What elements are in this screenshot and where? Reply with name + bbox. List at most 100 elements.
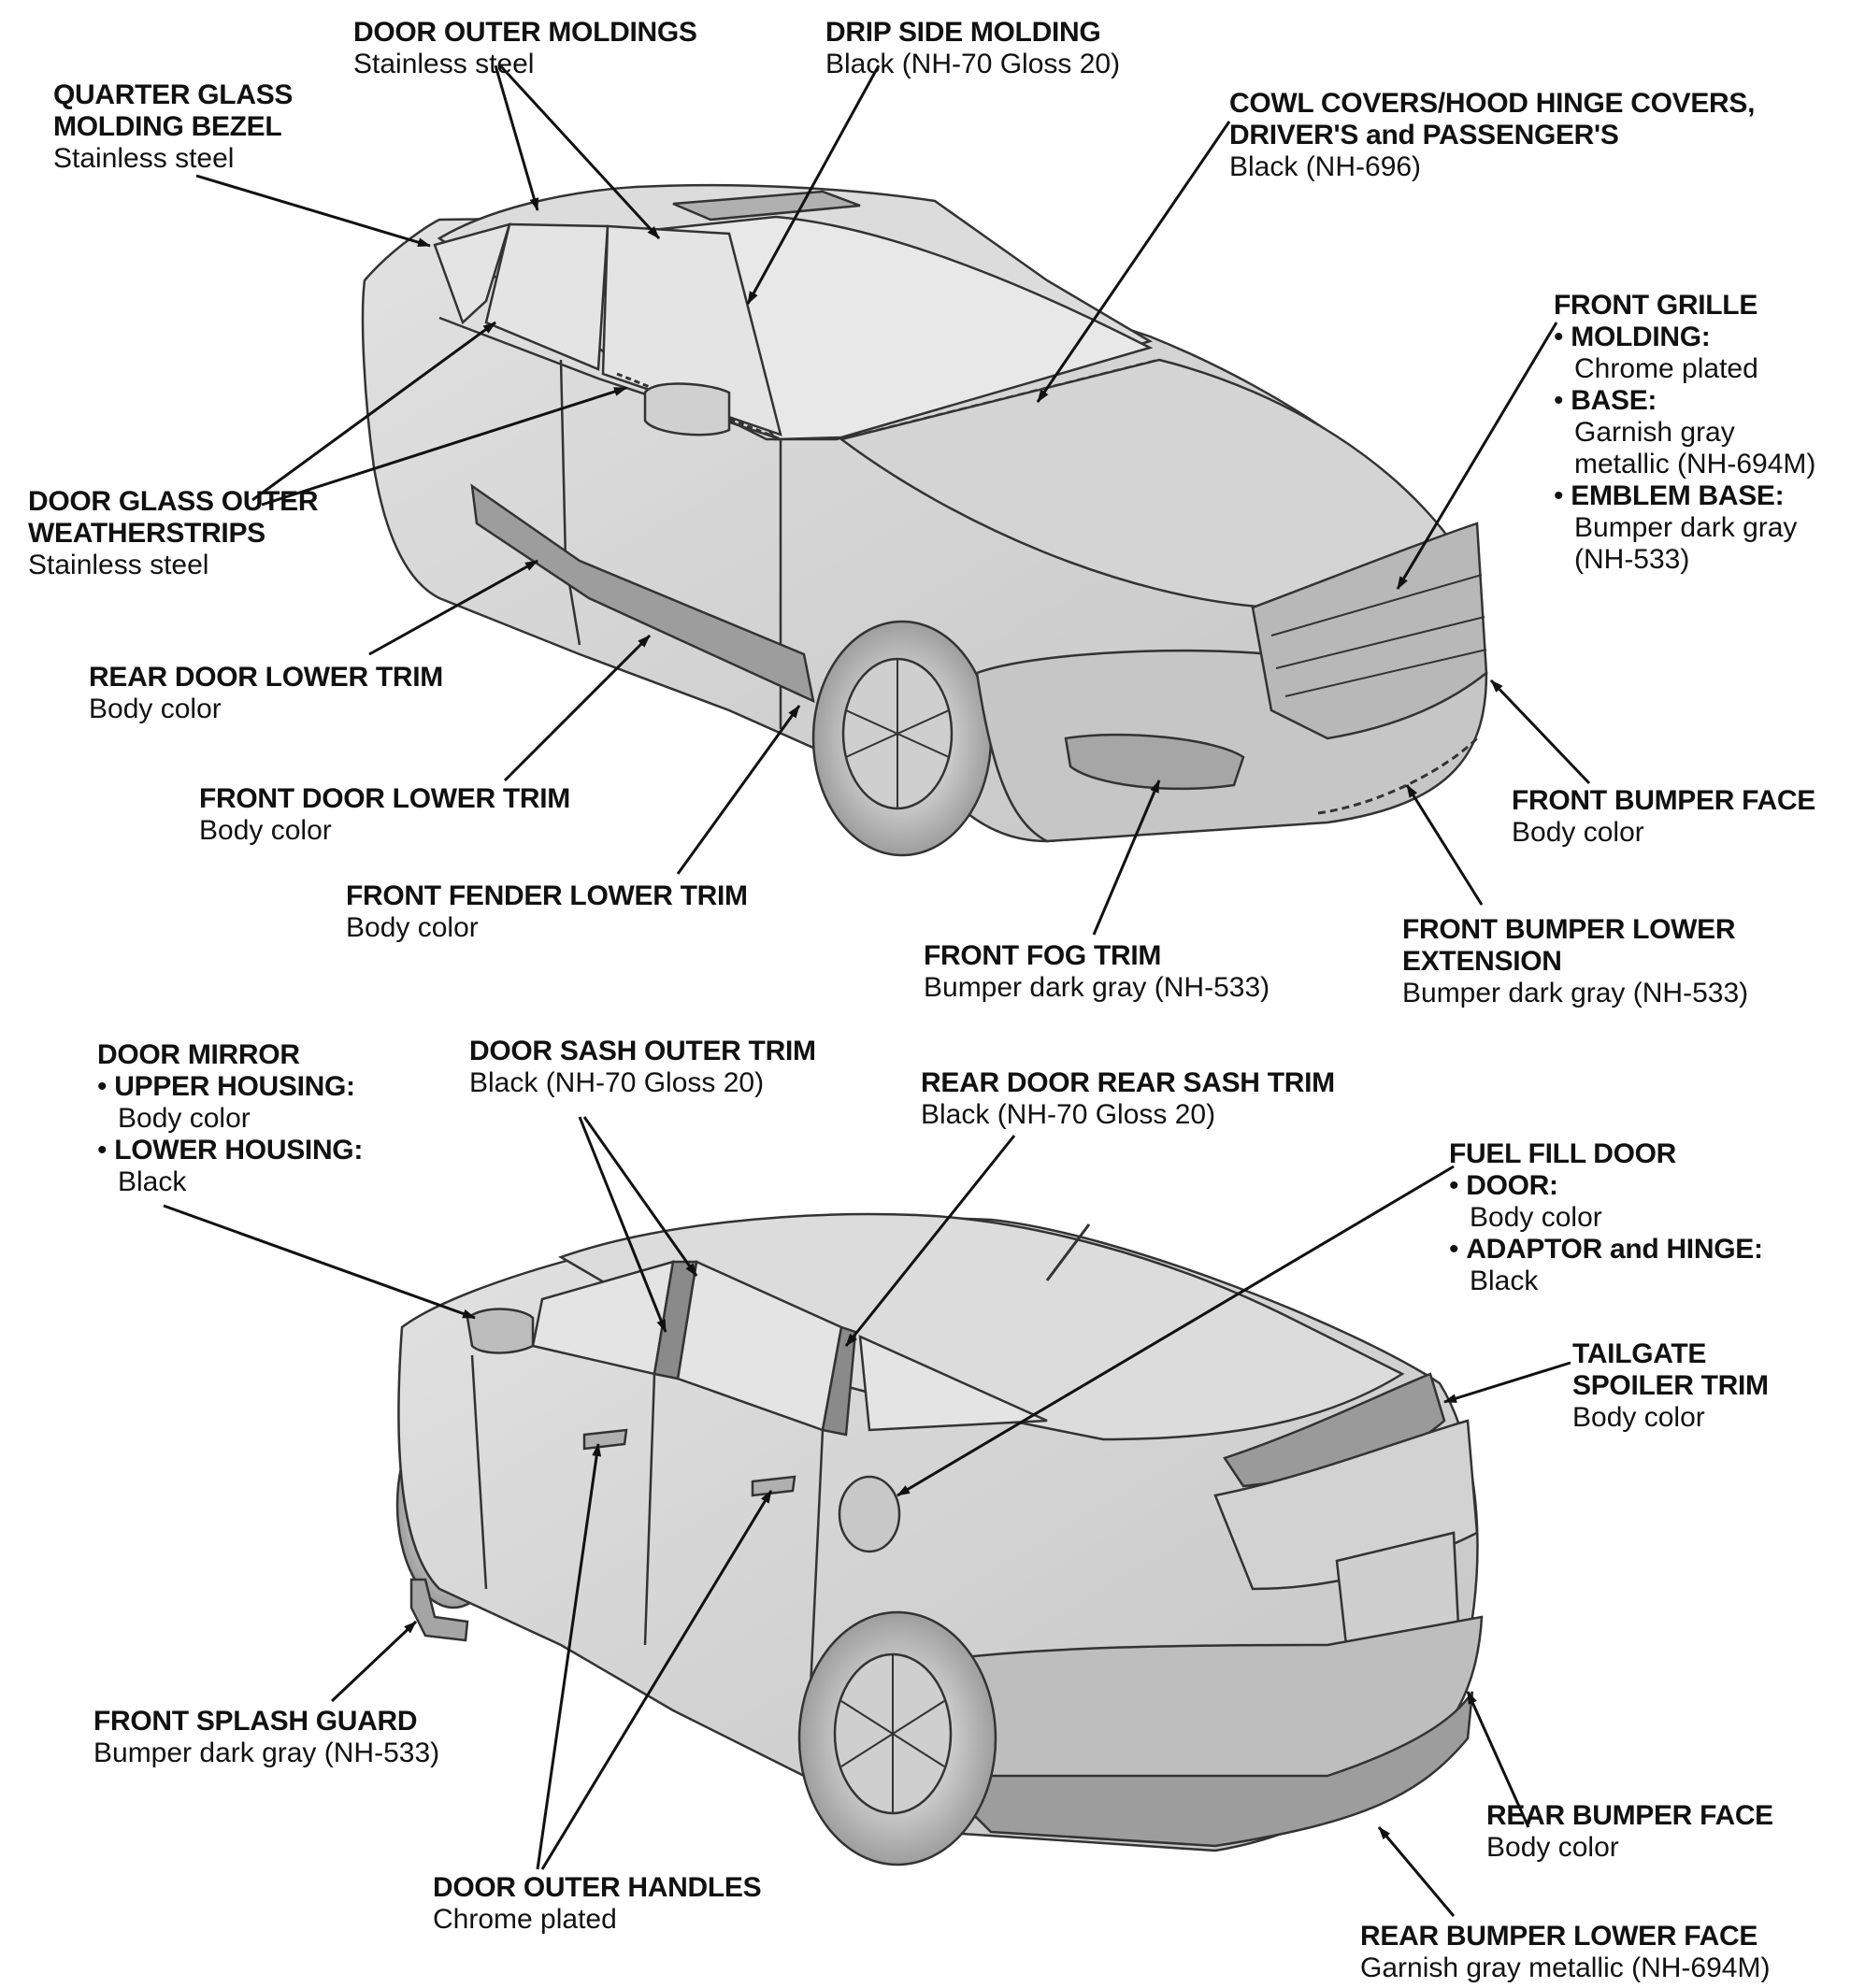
top-rocker (470, 483, 815, 704)
front-door-lower-trim-title: FRONT DOOR LOWER TRIM (199, 783, 570, 814)
front-grille-emblem-base-value-1: Bumper dark gray (1574, 512, 1798, 543)
front-bumper-face-desc: Body color (1512, 817, 1644, 848)
rear-bumper-face-title: REAR BUMPER FACE (1486, 1800, 1773, 1831)
callout-fuel-fill-door: FUEL FILL DOOR DOOR: Body color ADAPTOR … (1449, 1138, 1763, 1297)
callout-front-fog-trim: FRONT FOG TRIM Bumper dark gray (NH-533) (924, 940, 1270, 1004)
callout-rear-door-lower-trim: REAR DOOR LOWER TRIM Body color (89, 662, 443, 725)
front-grille-base-value-1: Garnish gray (1574, 417, 1735, 448)
top-rear-quarter-glass (433, 222, 511, 325)
cowl-covers-desc: Black (NH-696) (1229, 151, 1422, 182)
leader-lines (163, 64, 1591, 1917)
front-splash-guard-title: FRONT SPLASH GUARD (93, 1706, 418, 1737)
quarter-glass-title-2: MOLDING BEZEL (53, 111, 282, 142)
front-grille-molding-value: Chrome plated (1574, 353, 1758, 384)
bottom-rear-sash-dark (821, 1325, 857, 1437)
callout-front-grille: FRONT GRILLE MOLDING: Chrome plated BASE… (1554, 290, 1815, 576)
top-rear-door-glass (484, 222, 610, 371)
cowl-covers-title-1: COWL COVERS/HOOD HINGE COVERS, (1229, 88, 1756, 119)
drip-side-molding-desc: Black (NH-70 Gloss 20) (825, 49, 1121, 79)
callout-rear-bumper-lower-face: REAR BUMPER LOWER FACE Garnish gray meta… (1360, 1921, 1770, 1984)
bottom-antenna (1045, 1223, 1091, 1281)
fuel-fill-door-adaptor-value: Black (1470, 1266, 1539, 1296)
bottom-sash-dark (653, 1260, 698, 1380)
callout-front-door-lower-trim: FRONT DOOR LOWER TRIM Body color (199, 783, 570, 847)
front-grille-emblem-base-value-2: (NH-533) (1574, 544, 1690, 575)
bottom-car (395, 1212, 1484, 1866)
fuel-fill-door-door-value: Body color (1470, 1202, 1602, 1233)
callout-quarter-glass-molding-bezel: QUARTER GLASS MOLDING BEZEL Stainless st… (53, 79, 293, 175)
rear-bumper-lower-face-title: REAR BUMPER LOWER FACE (1360, 1921, 1758, 1952)
fuel-fill-door-door-label: DOOR: (1449, 1170, 1763, 1202)
door-outer-handles-title: DOOR OUTER HANDLES (433, 1872, 762, 1903)
callout-rear-bumper-face: REAR BUMPER FACE Body color (1486, 1800, 1773, 1864)
top-mirror (643, 382, 731, 436)
front-grille-molding-label: MOLDING: (1554, 322, 1815, 353)
callout-front-bumper-face: FRONT BUMPER FACE Body color (1512, 785, 1815, 849)
top-grille (1251, 522, 1488, 740)
front-fender-lower-trim-title: FRONT FENDER LOWER TRIM (346, 880, 748, 911)
callout-door-glass-weatherstrips: DOOR GLASS OUTER WEATHERSTRIPS Stainless… (28, 486, 319, 581)
door-mirror-title: DOOR MIRROR (97, 1039, 300, 1070)
front-fender-lower-trim-desc: Body color (346, 912, 479, 943)
bottom-rear-bumper-lower (931, 1691, 1474, 1848)
callout-door-mirror: DOOR MIRROR UPPER HOUSING: Body color LO… (97, 1039, 363, 1198)
door-outer-moldings-desc: Stainless steel (353, 49, 535, 79)
cowl-covers-title-2: DRIVER'S and PASSENGER'S (1229, 120, 1619, 150)
callout-front-fender-lower-trim: FRONT FENDER LOWER TRIM Body color (346, 880, 748, 944)
drip-side-molding-title: DRIP SIDE MOLDING (825, 17, 1101, 48)
door-mirror-lower-value: Black (118, 1166, 187, 1197)
door-outer-moldings-title: DOOR OUTER MOLDINGS (353, 17, 697, 48)
door-glass-weatherstrips-title-2: WEATHERSTRIPS (28, 518, 265, 549)
door-mirror-lower-label: LOWER HOUSING: (97, 1135, 363, 1166)
door-glass-weatherstrips-desc: Stainless steel (28, 550, 209, 580)
front-grille-base-value-2: metallic (NH-694M) (1574, 449, 1816, 479)
fuel-fill-door-adaptor-label: ADAPTOR and HINGE: (1449, 1234, 1763, 1266)
door-outer-handles-desc: Chrome plated (433, 1904, 617, 1935)
front-door-lower-trim-desc: Body color (199, 815, 332, 846)
door-sash-outer-trim-desc: Black (NH-70 Gloss 20) (469, 1067, 765, 1098)
fuel-fill-door-title: FUEL FILL DOOR (1449, 1138, 1677, 1169)
top-car (361, 183, 1488, 857)
top-lower-ext-dashed (1317, 737, 1479, 815)
front-splash-guard-desc: Bumper dark gray (NH-533) (93, 1738, 440, 1768)
door-mirror-upper-label: UPPER HOUSING: (97, 1071, 363, 1103)
top-front-door-glass (601, 224, 782, 436)
quarter-glass-title-1: QUARTER GLASS (53, 79, 294, 110)
front-bumper-lower-ext-title-1: FRONT BUMPER LOWER (1402, 914, 1736, 945)
callout-door-outer-handles: DOOR OUTER HANDLES Chrome plated (433, 1872, 762, 1936)
front-fog-trim-desc: Bumper dark gray (NH-533) (924, 972, 1270, 1003)
callout-cowl-covers: COWL COVERS/HOOD HINGE COVERS, DRIVER'S … (1229, 88, 1755, 183)
top-front-rim-spokes (845, 659, 950, 808)
bottom-splash-guard (409, 1578, 469, 1642)
front-bumper-face-title: FRONT BUMPER FACE (1512, 785, 1815, 816)
rear-bumper-lower-face-desc: Garnish gray metallic (NH-694M) (1360, 1952, 1771, 1983)
front-bumper-lower-ext-desc: Bumper dark gray (NH-533) (1402, 978, 1749, 1008)
bottom-car-roof (558, 1212, 1405, 1441)
bottom-quarter-window (858, 1334, 1048, 1432)
top-grille-bars (1270, 574, 1487, 697)
rear-door-rear-sash-trim-title: REAR DOOR REAR SASH TRIM (921, 1067, 1335, 1098)
tailgate-spoiler-trim-title-1: TAILGATE (1572, 1338, 1707, 1369)
bottom-mirror (466, 1308, 535, 1354)
door-mirror-upper-value: Body color (118, 1103, 251, 1134)
front-grille-emblem-base-label: EMBLEM BASE: (1554, 480, 1815, 512)
top-sunroof (672, 190, 861, 222)
bottom-fuel-door (838, 1475, 901, 1553)
callout-tailgate-spoiler-trim: TAILGATE SPOILER TRIM Body color (1572, 1338, 1769, 1434)
rear-door-rear-sash-trim-desc: Black (NH-70 Gloss 20) (921, 1099, 1216, 1130)
callout-door-outer-moldings: DOOR OUTER MOLDINGS Stainless steel (353, 17, 697, 80)
top-fog (1064, 733, 1245, 791)
callout-front-splash-guard: FRONT SPLASH GUARD Bumper dark gray (NH-… (93, 1706, 439, 1769)
door-glass-weatherstrips-title-1: DOOR GLASS OUTER (28, 486, 319, 517)
front-grille-title: FRONT GRILLE (1554, 290, 1758, 321)
callout-door-sash-outer-trim: DOOR SASH OUTER TRIM Black (NH-70 Gloss … (469, 1036, 816, 1099)
callout-drip-side-molding: DRIP SIDE MOLDING Black (NH-70 Gloss 20) (825, 17, 1120, 80)
tailgate-spoiler-trim-title-2: SPOILER TRIM (1572, 1370, 1769, 1401)
front-bumper-lower-ext-title-2: EXTENSION (1402, 946, 1562, 977)
rear-door-lower-trim-desc: Body color (89, 694, 222, 724)
front-fog-trim-title: FRONT FOG TRIM (924, 940, 1162, 971)
callout-front-bumper-lower-extension: FRONT BUMPER LOWER EXTENSION Bumper dark… (1402, 914, 1748, 1009)
bottom-rear-rim-spokes (840, 1654, 945, 1813)
door-sash-outer-trim-title: DOOR SASH OUTER TRIM (469, 1036, 816, 1066)
